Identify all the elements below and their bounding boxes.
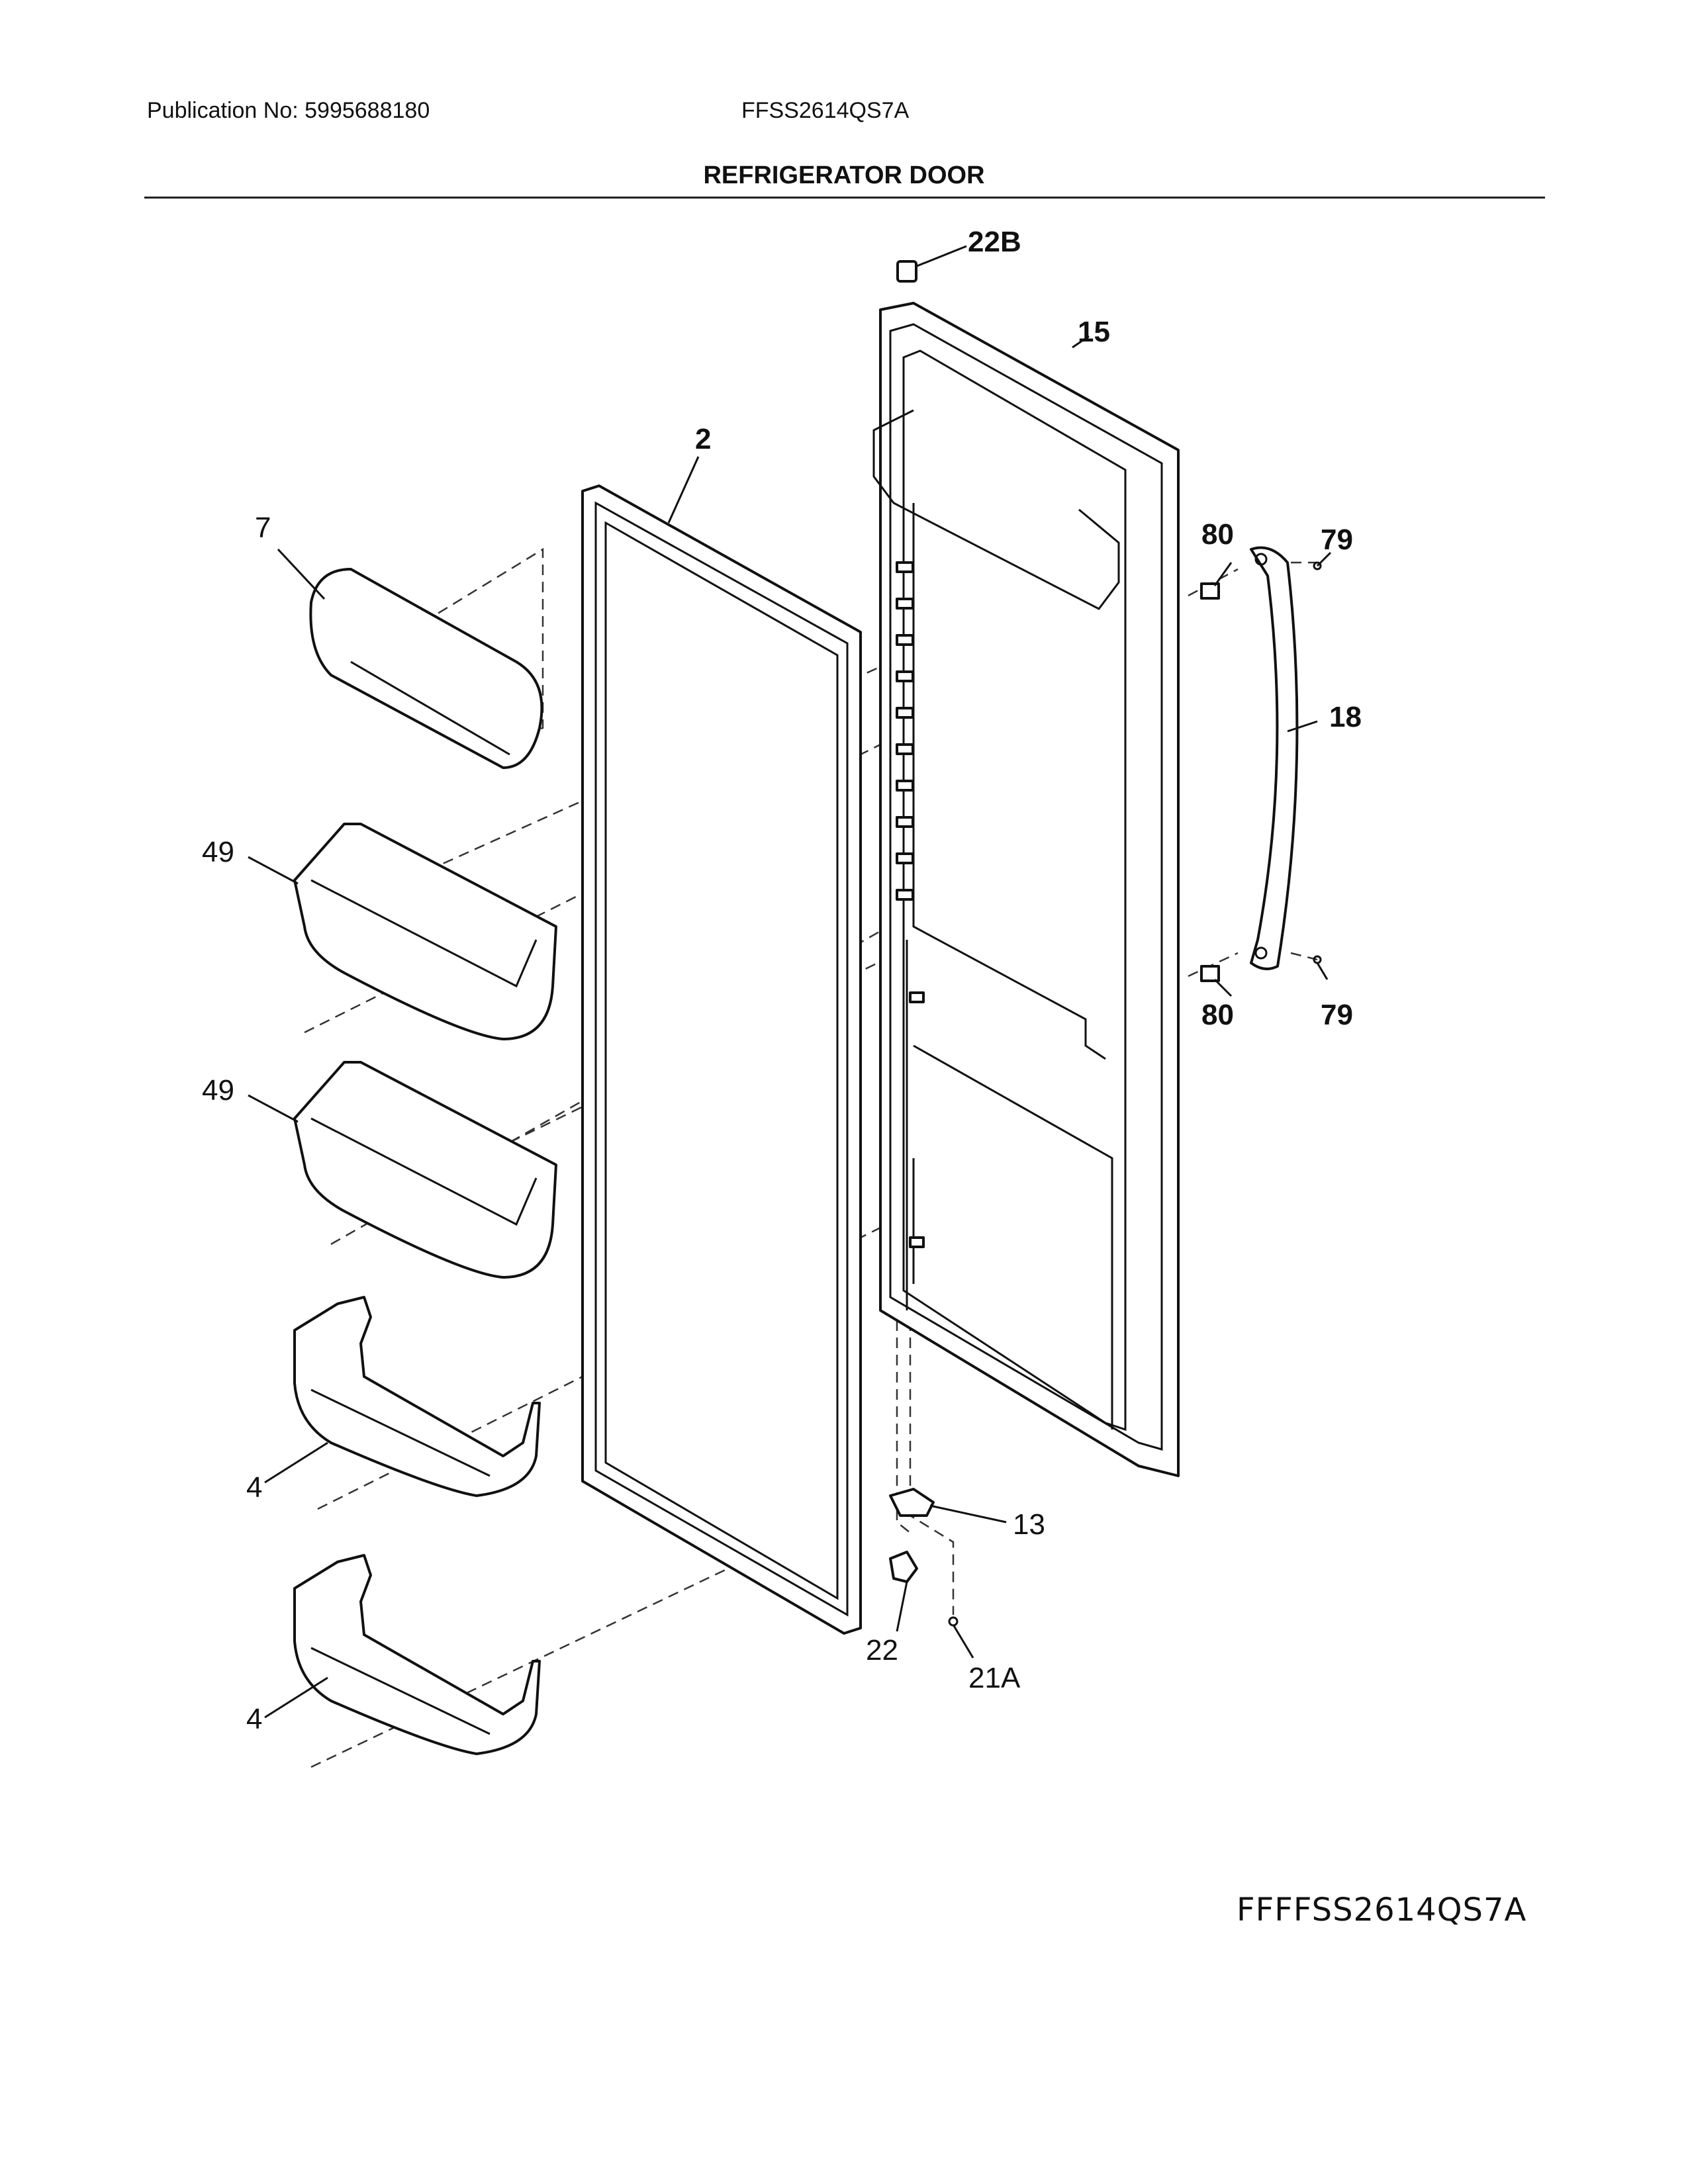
title-divider	[144, 197, 1545, 199]
callout-leaders	[248, 245, 1332, 1719]
door-shelf-lower	[293, 1554, 541, 1755]
shelf-support-studs	[896, 561, 925, 1248]
door-shelf-upper	[293, 1296, 541, 1497]
callout-49-middle: 49	[202, 1074, 234, 1107]
callout-2: 2	[695, 423, 711, 455]
callout-22: 22	[866, 1634, 898, 1666]
callout-4-lower: 4	[246, 1703, 262, 1735]
callout-13: 13	[1013, 1508, 1045, 1541]
callout-80-bottom: 80	[1201, 999, 1234, 1031]
callout-labels: 22B 15 2 7 80 79 18 49 49 80 79 4 13 22 …	[202, 226, 1362, 1735]
hinge-parts	[889, 260, 959, 1627]
callout-22b: 22B	[968, 226, 1021, 258]
dairy-cover	[309, 568, 543, 769]
callout-21a: 21A	[968, 1662, 1021, 1694]
page-title: REFRIGERATOR DOOR	[703, 161, 985, 189]
door-bin-middle	[293, 1061, 557, 1279]
callout-80-top: 80	[1201, 518, 1234, 551]
door-bin-upper	[293, 823, 557, 1040]
callout-15: 15	[1078, 316, 1110, 348]
door-gasket	[581, 484, 862, 1635]
callout-7: 7	[255, 512, 271, 544]
callout-18: 18	[1329, 701, 1362, 733]
callout-49-upper: 49	[202, 836, 234, 868]
handle-screws	[1200, 561, 1322, 982]
callout-79-bottom: 79	[1321, 999, 1353, 1031]
callout-79-top: 79	[1321, 523, 1353, 556]
publication-number: Publication No: 5995688180	[147, 98, 430, 123]
model-number: FFSS2614QS7A	[741, 98, 910, 123]
footer-model-code: FFFFSS2614QS7A	[1237, 1891, 1527, 1929]
callout-4-upper: 4	[246, 1471, 262, 1504]
door-panel	[872, 302, 1180, 1477]
door-handle	[1250, 546, 1299, 970]
